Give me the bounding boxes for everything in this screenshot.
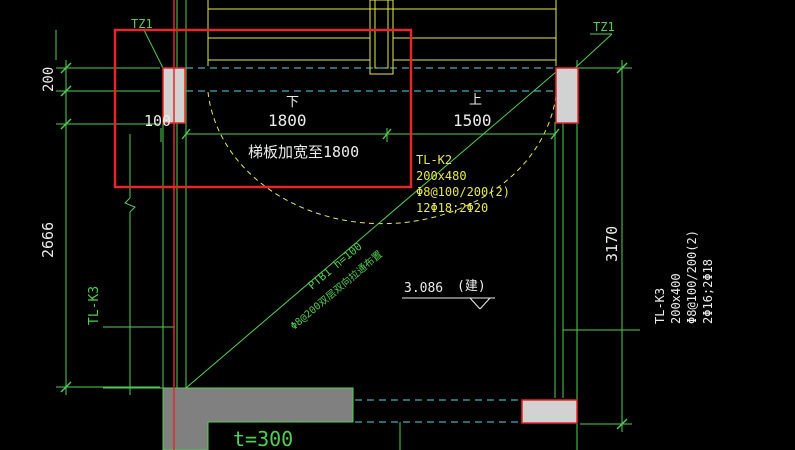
dim-1800: 1800 xyxy=(268,111,307,130)
annotation-widen: 梯板加宽至1800 xyxy=(248,143,359,161)
column-label-top-right: TZ1 xyxy=(593,20,615,34)
dim-1500: 1500 xyxy=(453,111,492,130)
dim-100: 100 xyxy=(144,112,171,130)
beam-k3-right-stirrup: Φ8@100/200(2) xyxy=(685,230,699,324)
dimension-ticks xyxy=(60,62,628,430)
arrow-up-label: 上 xyxy=(469,93,482,108)
highlight-box xyxy=(113,28,413,189)
column-label-top-left: TZ1 xyxy=(131,17,153,31)
beam-k2-size: 200x480 xyxy=(416,169,467,183)
beam-k2-bars: 12Φ18;2Φ20 xyxy=(416,201,488,215)
elevation-symbol xyxy=(402,297,495,310)
elevation-value: 3.086 xyxy=(404,281,443,296)
dim-3170: 3170 xyxy=(603,226,621,262)
beam-k3-right-bars: 2Φ16;2Φ18 xyxy=(701,259,715,324)
landing-arc xyxy=(207,91,557,225)
column-bottom-right xyxy=(521,399,578,424)
beam-k3-right-name: TL-K3 xyxy=(653,288,667,324)
beam-k2-stirrup: Φ8@100/200(2) xyxy=(416,185,510,199)
arrow-down-label: 下 xyxy=(286,95,299,110)
wall-thickness-label: t=300 xyxy=(233,427,293,450)
beam-k2-name: TL-K2 xyxy=(416,153,452,167)
dim-200: 200 xyxy=(41,67,57,92)
dim-2666: 2666 xyxy=(39,222,57,258)
stair-outline xyxy=(207,0,557,75)
column-top-right xyxy=(555,67,579,124)
wall-section xyxy=(162,387,354,450)
beam-centerlines xyxy=(186,67,556,423)
beam-k3-right-size: 200x400 xyxy=(669,273,683,324)
elevation-tag: (建) xyxy=(457,279,486,294)
beam-k3-left-label: TL-K3 xyxy=(87,286,102,325)
